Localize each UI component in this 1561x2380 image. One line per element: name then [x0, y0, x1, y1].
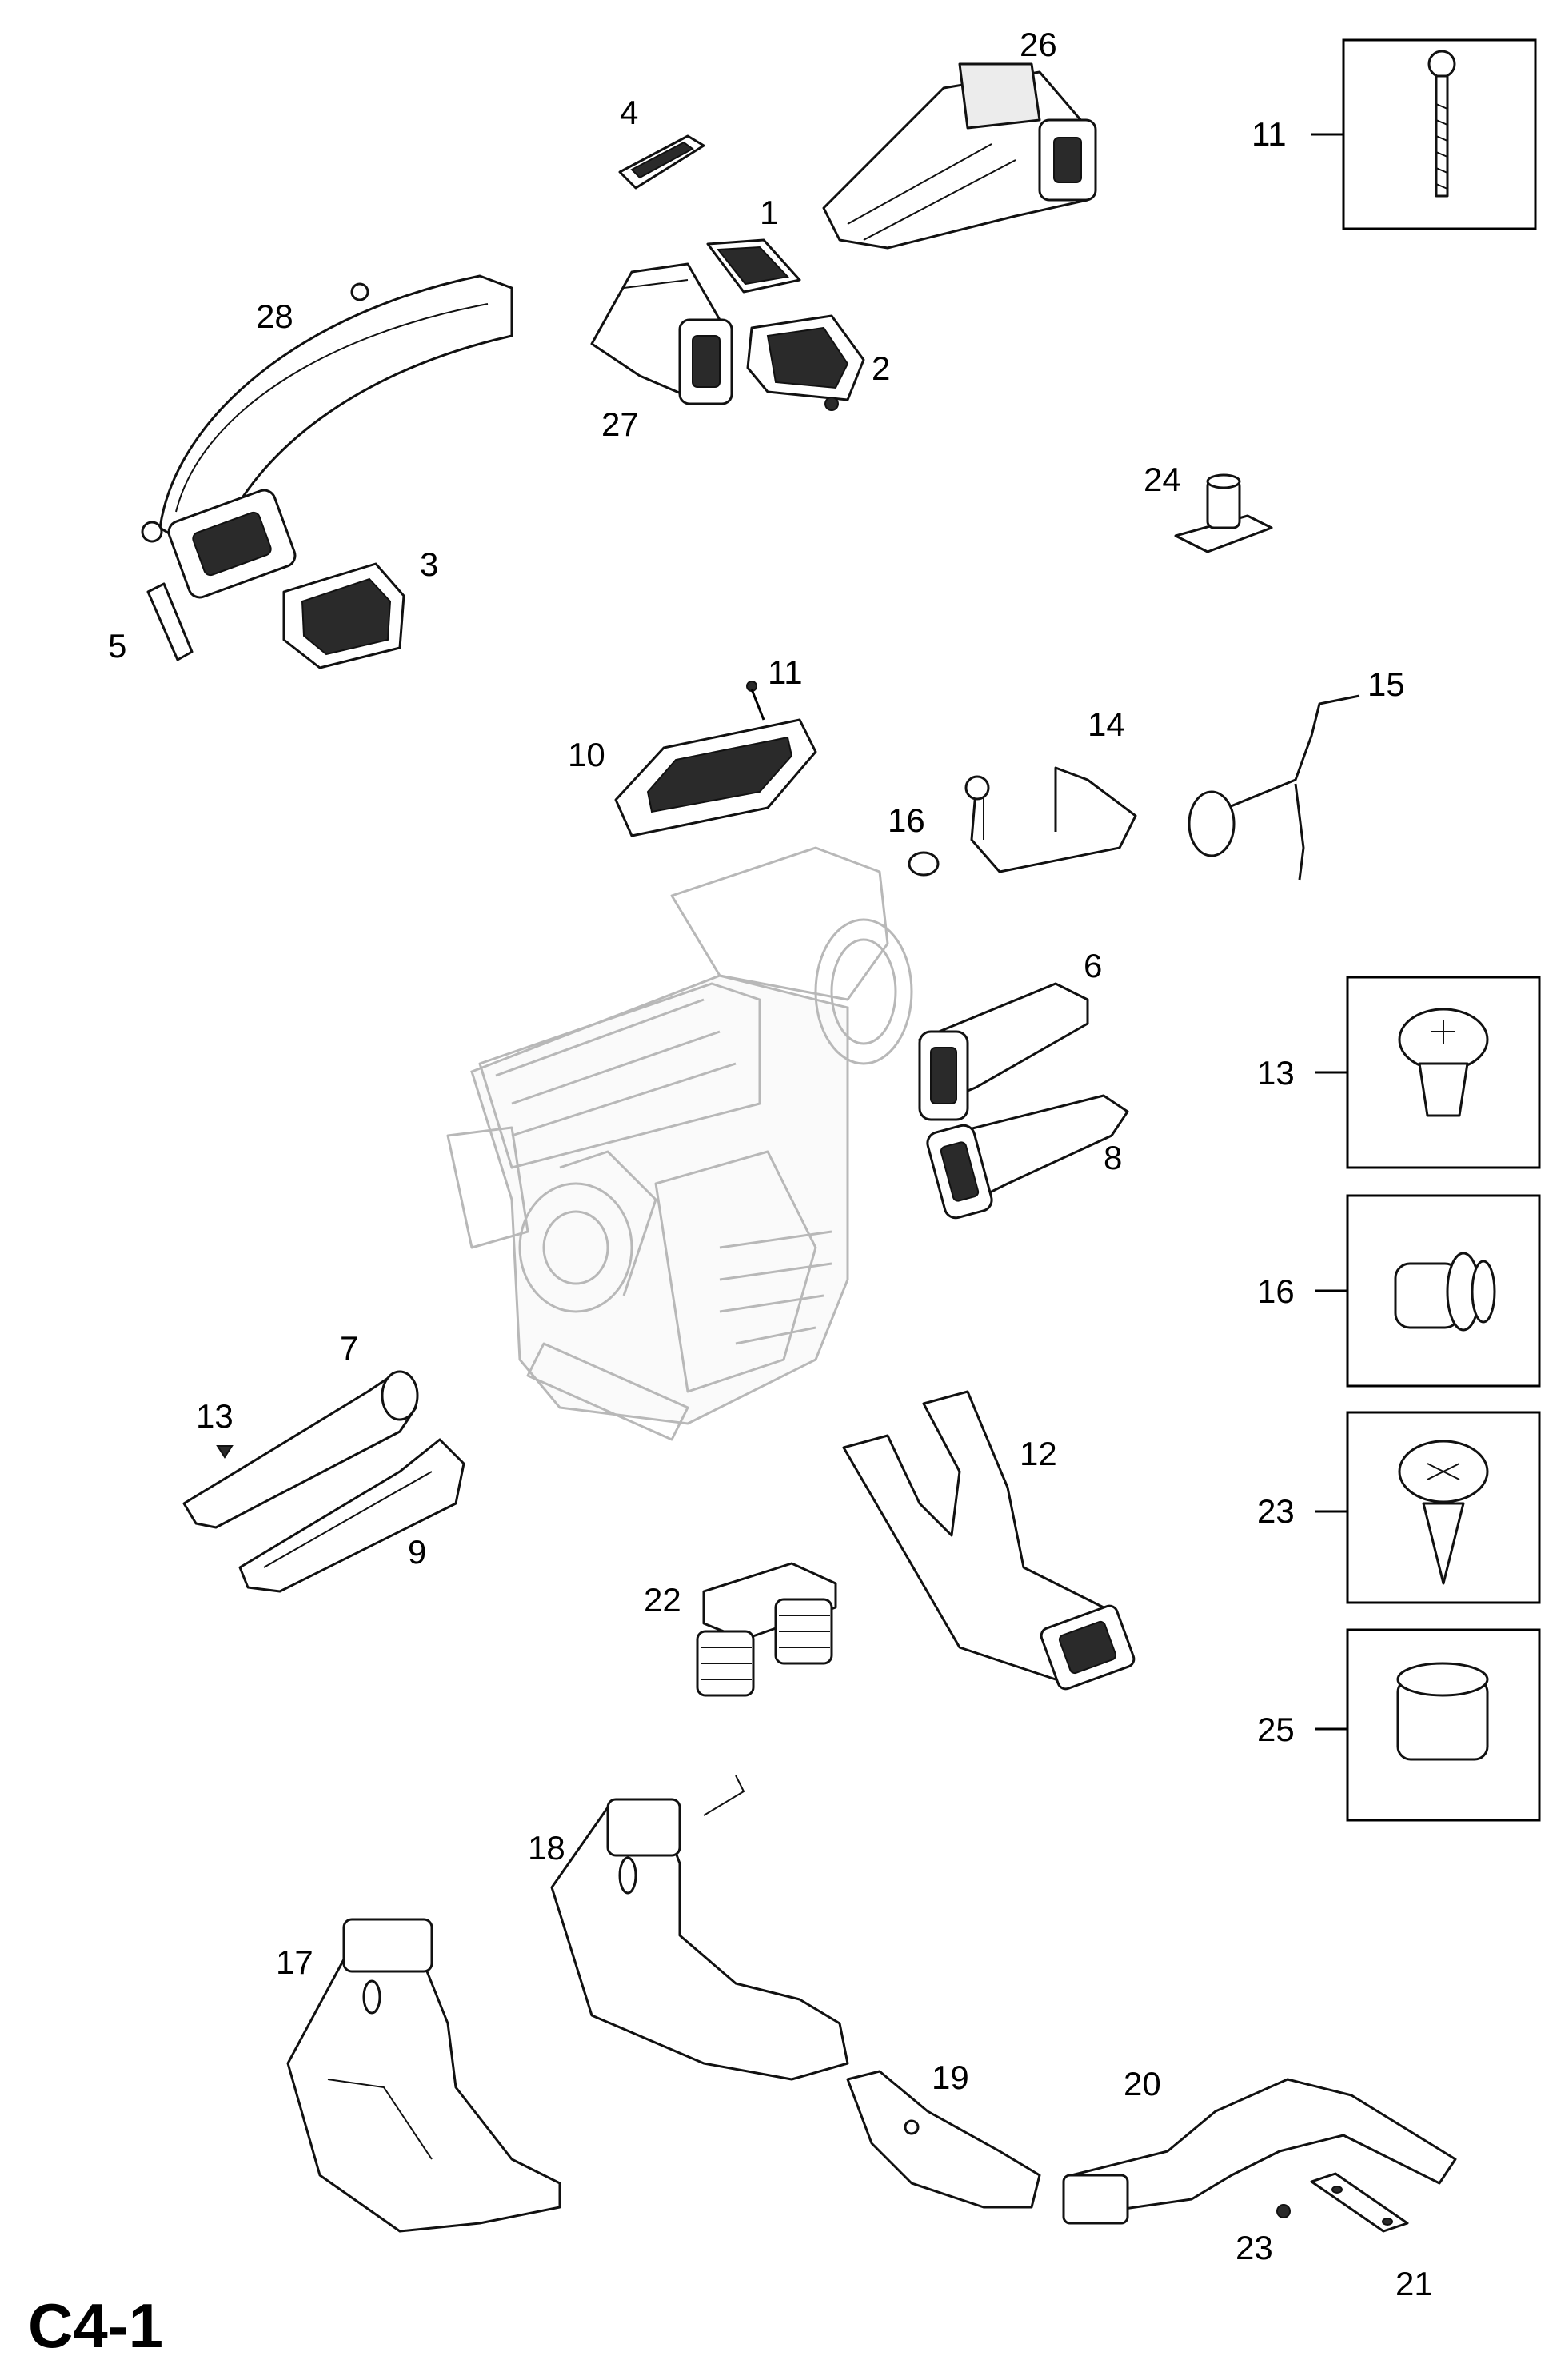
part-18-duct	[550, 1775, 849, 2081]
detail-box-16	[1315, 1194, 1541, 1388]
part-22-duct	[696, 1562, 837, 1697]
callout-14: 14	[1088, 705, 1125, 743]
callout-19: 19	[932, 2059, 969, 2096]
callout-7: 7	[340, 1329, 358, 1367]
part-12-duct	[842, 1390, 1136, 1691]
callout-28: 28	[256, 298, 293, 335]
part-6-duct	[918, 982, 1089, 1121]
callout-27: 27	[601, 405, 639, 443]
callout-16a: 16	[888, 801, 925, 839]
callout-18: 18	[528, 1829, 565, 1867]
part-8-duct	[926, 1094, 1129, 1220]
callout-6: 6	[1084, 947, 1102, 984]
callout-23a: 23	[1257, 1492, 1295, 1530]
callout-20: 20	[1124, 2065, 1161, 2102]
part-27-duct	[590, 262, 733, 405]
callout-21: 21	[1395, 2265, 1433, 2302]
part-10-outlet	[614, 718, 817, 837]
part-14-hose	[964, 766, 1137, 873]
part-28-duct	[141, 274, 513, 599]
part-23-screw	[1276, 2204, 1291, 2218]
part-17-duct	[286, 1918, 561, 2233]
callout-1: 1	[760, 194, 778, 231]
part-1-grille	[706, 238, 801, 294]
callout-22: 22	[644, 1581, 681, 1619]
part-9-duct	[238, 1438, 465, 1593]
detail-box-23	[1315, 1411, 1541, 1604]
part-16-grommet	[908, 851, 940, 877]
callout-13b: 13	[196, 1397, 234, 1435]
part-15-hose	[1188, 694, 1360, 881]
callout-12: 12	[1020, 1435, 1057, 1472]
callout-17: 17	[276, 1943, 313, 1981]
hvac-housing-ghost	[446, 846, 913, 1441]
part-2-vent	[746, 314, 865, 411]
callout-3: 3	[420, 545, 438, 583]
callout-23b: 23	[1236, 2229, 1273, 2266]
part-13-clip	[216, 1445, 234, 1459]
callout-24: 24	[1144, 461, 1181, 498]
callout-13a: 13	[1257, 1054, 1295, 1092]
callout-25: 25	[1257, 1711, 1295, 1748]
callout-5: 5	[108, 627, 126, 665]
callout-8: 8	[1104, 1139, 1122, 1176]
callout-4: 4	[620, 94, 638, 131]
callout-26: 26	[1020, 26, 1057, 63]
callout-2: 2	[872, 349, 890, 387]
detail-box-11	[1311, 38, 1537, 230]
part-5-clip	[146, 582, 194, 661]
part-11-screw	[746, 681, 765, 721]
detail-box-13	[1315, 976, 1541, 1169]
part-26-duct	[822, 62, 1097, 250]
callout-16b: 16	[1257, 1272, 1295, 1310]
part-19-duct	[846, 2070, 1041, 2209]
callout-11a: 11	[1252, 115, 1287, 153]
callout-10: 10	[568, 736, 605, 773]
callout-15: 15	[1367, 665, 1405, 703]
callout-11b: 11	[768, 653, 803, 691]
part-3-vent	[282, 562, 405, 669]
part-4-vent	[618, 134, 705, 190]
part-21-bracket	[1310, 2172, 1409, 2233]
part-7-duct	[182, 1370, 419, 1529]
part-20-duct	[1062, 2078, 1457, 2225]
detail-box-25	[1315, 1628, 1541, 1822]
callout-9: 9	[408, 1533, 426, 1571]
part-24-connector	[1174, 473, 1273, 553]
diagram-code: C4-1	[28, 2290, 163, 2361]
